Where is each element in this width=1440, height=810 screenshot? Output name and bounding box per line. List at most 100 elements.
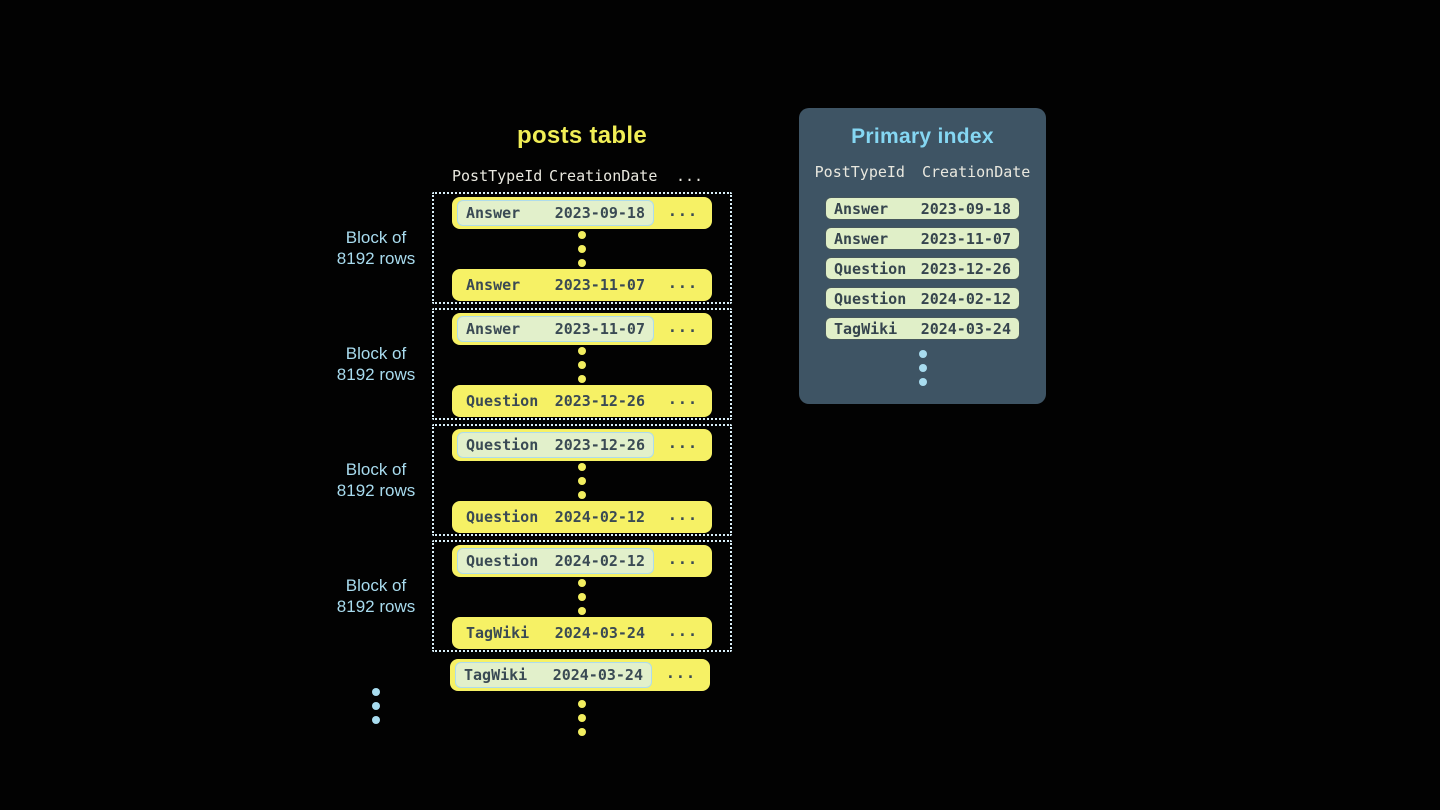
index-mark-highlight: Answer 2023-11-07	[457, 316, 654, 342]
row-values: Question 2023-12-26	[457, 388, 654, 414]
ellipsis-dots	[578, 700, 586, 736]
ellipsis-dots	[578, 577, 586, 617]
block-row-1: Block of 8192 rows Answer 2023-09-18 ...…	[320, 192, 732, 304]
ellipsis-dots	[578, 345, 586, 385]
row-posttypeid: Question	[466, 552, 539, 570]
row-ellipsis: ...	[667, 390, 698, 408]
row-ellipsis: ...	[667, 622, 698, 640]
table-row: Question 2023-12-26 ...	[452, 385, 712, 417]
index-continuation-dots	[799, 350, 1046, 386]
block-label-line1: Block of	[345, 576, 407, 595]
row-creationdate: 2024-02-12	[554, 508, 645, 526]
entry-posttypeid: TagWiki	[834, 319, 898, 338]
block-label: Block of 8192 rows	[320, 227, 432, 269]
row-posttypeid: TagWiki	[464, 666, 528, 684]
block-row-3: Block of 8192 rows Question 2023-12-26 .…	[320, 424, 732, 536]
row-ellipsis: ...	[667, 550, 698, 568]
row-creationdate: 2023-12-26	[554, 436, 645, 454]
overflow-row: TagWiki 2024-03-24 ...	[320, 656, 732, 691]
posts-table-blocks: Block of 8192 rows Answer 2023-09-18 ...…	[320, 192, 732, 736]
row-creationdate: 2023-12-26	[554, 392, 645, 410]
table-row: Answer 2023-09-18 ...	[452, 197, 712, 229]
row-ellipsis: ...	[667, 318, 698, 336]
row-ellipsis: ...	[665, 664, 696, 682]
table-row: TagWiki 2024-03-24 ...	[452, 617, 712, 649]
column-header-ellipsis: ...	[676, 167, 704, 185]
block-label: Block of 8192 rows	[320, 343, 432, 385]
table-row: Question 2023-12-26 ...	[452, 429, 712, 461]
row-values: Question 2024-02-12	[457, 504, 654, 530]
row-creationdate: 2023-11-07	[554, 320, 645, 338]
entry-creationdate: 2024-02-12	[920, 289, 1011, 308]
block-row-2: Block of 8192 rows Answer 2023-11-07 ...…	[320, 308, 732, 420]
entry-creationdate: 2023-09-18	[920, 199, 1011, 218]
index-mark-highlight: Question 2023-12-26	[457, 432, 654, 458]
table-continuation-dots-wrap	[432, 700, 732, 736]
row-ellipsis: ...	[667, 506, 698, 524]
index-mark-highlight: TagWiki 2024-03-24	[455, 662, 652, 688]
table-row: Answer 2023-11-07 ...	[452, 313, 712, 345]
block-label-line2: 8192 rows	[336, 597, 416, 616]
posts-table-title: posts table	[517, 122, 647, 149]
index-entry: Answer 2023-09-18	[825, 197, 1020, 220]
entry-creationdate: 2023-11-07	[920, 229, 1011, 248]
block-label: Block of 8192 rows	[320, 459, 432, 501]
blocks-continuation-dots	[320, 688, 432, 724]
block-label: Block of 8192 rows	[320, 575, 432, 617]
row-creationdate: 2024-02-12	[554, 552, 645, 570]
entry-posttypeid: Answer	[834, 199, 889, 218]
table-row: Answer 2023-11-07 ...	[452, 269, 712, 301]
entry-posttypeid: Answer	[834, 229, 889, 248]
column-header-creationdate: CreationDate	[549, 167, 658, 185]
block-label-line1: Block of	[345, 228, 407, 247]
row-creationdate: 2023-09-18	[554, 204, 645, 222]
index-entry: Question 2023-12-26	[825, 257, 1020, 280]
block-of-rows: Answer 2023-09-18 ... Answer 2023-11-07 …	[432, 192, 732, 304]
primary-index-title: Primary index	[851, 125, 994, 148]
block-label-line2: 8192 rows	[336, 481, 416, 500]
primary-index-column-headers: PostTypeId CreationDate	[799, 163, 1046, 181]
table-continuation	[320, 695, 732, 736]
table-row: Question 2024-02-12 ...	[452, 501, 712, 533]
row-ellipsis: ...	[667, 274, 698, 292]
index-entry: Question 2024-02-12	[825, 287, 1020, 310]
row-posttypeid: Answer	[466, 204, 521, 222]
block-of-rows: Question 2023-12-26 ... Question 2024-02…	[432, 424, 732, 536]
entry-creationdate: 2024-03-24	[920, 319, 1011, 338]
block-label-line2: 8192 rows	[336, 249, 416, 268]
table-row: TagWiki 2024-03-24 ...	[450, 659, 710, 691]
row-creationdate: 2024-03-24	[554, 624, 645, 642]
posts-table-column-headers: PostTypeId CreationDate ...	[432, 167, 732, 185]
row-posttypeid: Question	[466, 436, 539, 454]
entry-creationdate: 2023-12-26	[920, 259, 1011, 278]
column-header-posttypeid: PostTypeId	[814, 163, 905, 181]
column-header-creationdate: CreationDate	[921, 163, 1031, 181]
index-entry: TagWiki 2024-03-24	[825, 317, 1020, 340]
block-label-line2: 8192 rows	[336, 365, 416, 384]
row-creationdate: 2024-03-24	[552, 666, 643, 684]
row-ellipsis: ...	[667, 202, 698, 220]
entry-posttypeid: Question	[834, 259, 907, 278]
ellipsis-dots	[578, 461, 586, 501]
row-ellipsis: ...	[667, 434, 698, 452]
block-row-4: Block of 8192 rows Question 2024-02-12 .…	[320, 540, 732, 652]
block-of-rows: Question 2024-02-12 ... TagWiki 2024-03-…	[432, 540, 732, 652]
table-row: Question 2024-02-12 ...	[452, 545, 712, 577]
column-header-posttypeid: PostTypeId	[452, 167, 543, 185]
row-posttypeid: TagWiki	[466, 624, 530, 642]
block-label-line1: Block of	[345, 344, 407, 363]
index-entry: Answer 2023-11-07	[825, 227, 1020, 250]
primary-index-entries: Answer 2023-09-18 Answer 2023-11-07 Ques…	[799, 197, 1046, 340]
index-mark-highlight: Answer 2023-09-18	[457, 200, 654, 226]
row-values: Answer 2023-11-07	[457, 272, 654, 298]
row-posttypeid: Question	[466, 392, 539, 410]
ellipsis-dots	[578, 229, 586, 269]
block-of-rows: Answer 2023-11-07 ... Question 2023-12-2…	[432, 308, 732, 420]
entry-posttypeid: Question	[834, 289, 907, 308]
overflow-row-wrap: TagWiki 2024-03-24 ...	[432, 659, 732, 691]
block-label-line1: Block of	[345, 460, 407, 479]
index-mark-highlight: Question 2024-02-12	[457, 548, 654, 574]
primary-index-panel: Primary index PostTypeId CreationDate An…	[799, 108, 1046, 404]
row-posttypeid: Answer	[466, 320, 521, 338]
